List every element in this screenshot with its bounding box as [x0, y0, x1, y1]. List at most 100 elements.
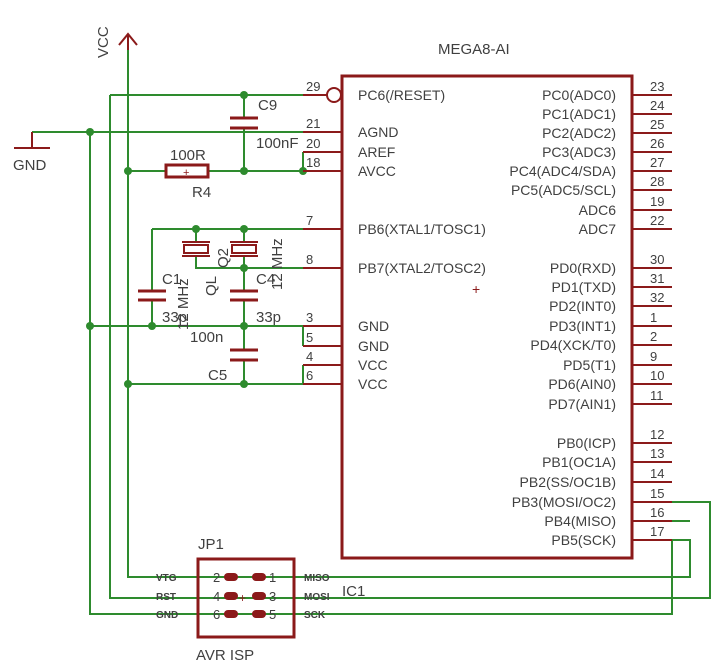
- ic-pin-name: GND: [358, 338, 389, 354]
- ic-name: MEGA8-AI: [438, 41, 510, 58]
- ic-pin-number: 22: [650, 213, 664, 228]
- capacitor-c4: C4 33p: [230, 271, 281, 326]
- svg-text:+: +: [472, 281, 480, 297]
- ic-pin-number: 1: [650, 310, 657, 325]
- ic-pin-number: 15: [650, 486, 664, 501]
- capacitor-c5: 100n C5: [190, 329, 258, 384]
- ic-pin-name: PC6(/RESET): [358, 87, 445, 103]
- ic-pin-number: 9: [650, 349, 657, 364]
- ic-pin-number: 28: [650, 174, 664, 189]
- ic-ref: IC1: [342, 583, 365, 600]
- ic-pin-name: PB2(SS/OC1B): [520, 474, 616, 490]
- ic-pin-number: 12: [650, 427, 664, 442]
- ic-pin-number: 25: [650, 117, 664, 132]
- ic-pin-name: PC1(ADC1): [542, 106, 616, 122]
- ic-pin-name: PD3(INT1): [549, 318, 616, 334]
- ic-pin-name: AGND: [358, 124, 398, 140]
- capacitor-c9: C9 100nF: [230, 97, 299, 152]
- jp1-pin-number: 6: [213, 607, 220, 622]
- ic-pin-name: PC0(ADC0): [542, 87, 616, 103]
- ic-pin-name: VCC: [358, 357, 388, 373]
- ic-pin-number: 18: [306, 155, 320, 170]
- c5-ref: C5: [208, 367, 227, 384]
- jp1-signal-right: MISO: [304, 573, 330, 584]
- ic-pin-number: 21: [306, 116, 320, 131]
- c1-value: 33p: [162, 309, 187, 326]
- q2-ref: Q2: [215, 248, 232, 268]
- r4-ref: R4: [192, 184, 211, 201]
- ic-pin-name: PD4(XCK/T0): [530, 337, 616, 353]
- crystal-q2: Q2 12 MHz: [215, 238, 286, 290]
- jp1-pad: [252, 610, 266, 618]
- jp1-signal-left: VTG: [156, 573, 177, 584]
- ic-pin-number: 23: [650, 79, 664, 94]
- jp1-pad: [252, 573, 266, 581]
- ic-pin-number: 32: [650, 290, 664, 305]
- ic-pin-number: 10: [650, 368, 664, 383]
- ic-pin-name: PD2(INT0): [549, 298, 616, 314]
- ic-pin-number: 14: [650, 466, 664, 481]
- svg-text:+: +: [239, 591, 246, 605]
- c1-ref: C1: [162, 271, 181, 288]
- ic-pin-number: 24: [650, 98, 664, 113]
- jp1-pad: [224, 610, 238, 618]
- ic-pin-name: PD7(AIN1): [548, 396, 616, 412]
- ic-pin-number: 5: [306, 330, 313, 345]
- ic-pin-number: 16: [650, 505, 664, 520]
- ic-pin-number: 13: [650, 446, 664, 461]
- ic-pin-name: ADC6: [579, 202, 617, 218]
- capacitor-c1: C1 33p: [138, 271, 187, 326]
- ic-pin-number: 30: [650, 252, 664, 267]
- ic-pin-name: PD0(RXD): [550, 260, 616, 276]
- resistor-r4: + 100R R4: [164, 147, 211, 201]
- crystal-ql: QL 12 MHz: [175, 241, 220, 330]
- ic-pin-name: GND: [358, 318, 389, 334]
- ic-pin-number: 11: [650, 388, 664, 403]
- c4-value: 33p: [256, 309, 281, 326]
- jp1-ref: JP1: [198, 536, 224, 553]
- ic-pin-name: PC3(ADC3): [542, 144, 616, 160]
- c5-value: 100n: [190, 329, 223, 346]
- jp1-pin-number: 4: [213, 589, 220, 604]
- ql-value: 12 MHz: [175, 278, 192, 330]
- ic-pin-name: PB6(XTAL1/TOSC1): [358, 221, 486, 237]
- ic-pin-name: PB4(MISO): [544, 513, 616, 529]
- ic-pin-number: 29: [306, 79, 320, 94]
- jp1-signal-left: RST: [156, 592, 176, 603]
- ic-pin-number: 20: [306, 136, 320, 151]
- ic-pin-number: 4: [306, 349, 313, 364]
- jp1-pin-number: 5: [269, 607, 276, 622]
- ic-pin-number: 8: [306, 252, 313, 267]
- ic-pin-number: 17: [650, 524, 664, 539]
- ql-ref: QL: [203, 276, 220, 296]
- ic-pin-name: AREF: [358, 144, 395, 160]
- jp1-pin-number: 3: [269, 589, 276, 604]
